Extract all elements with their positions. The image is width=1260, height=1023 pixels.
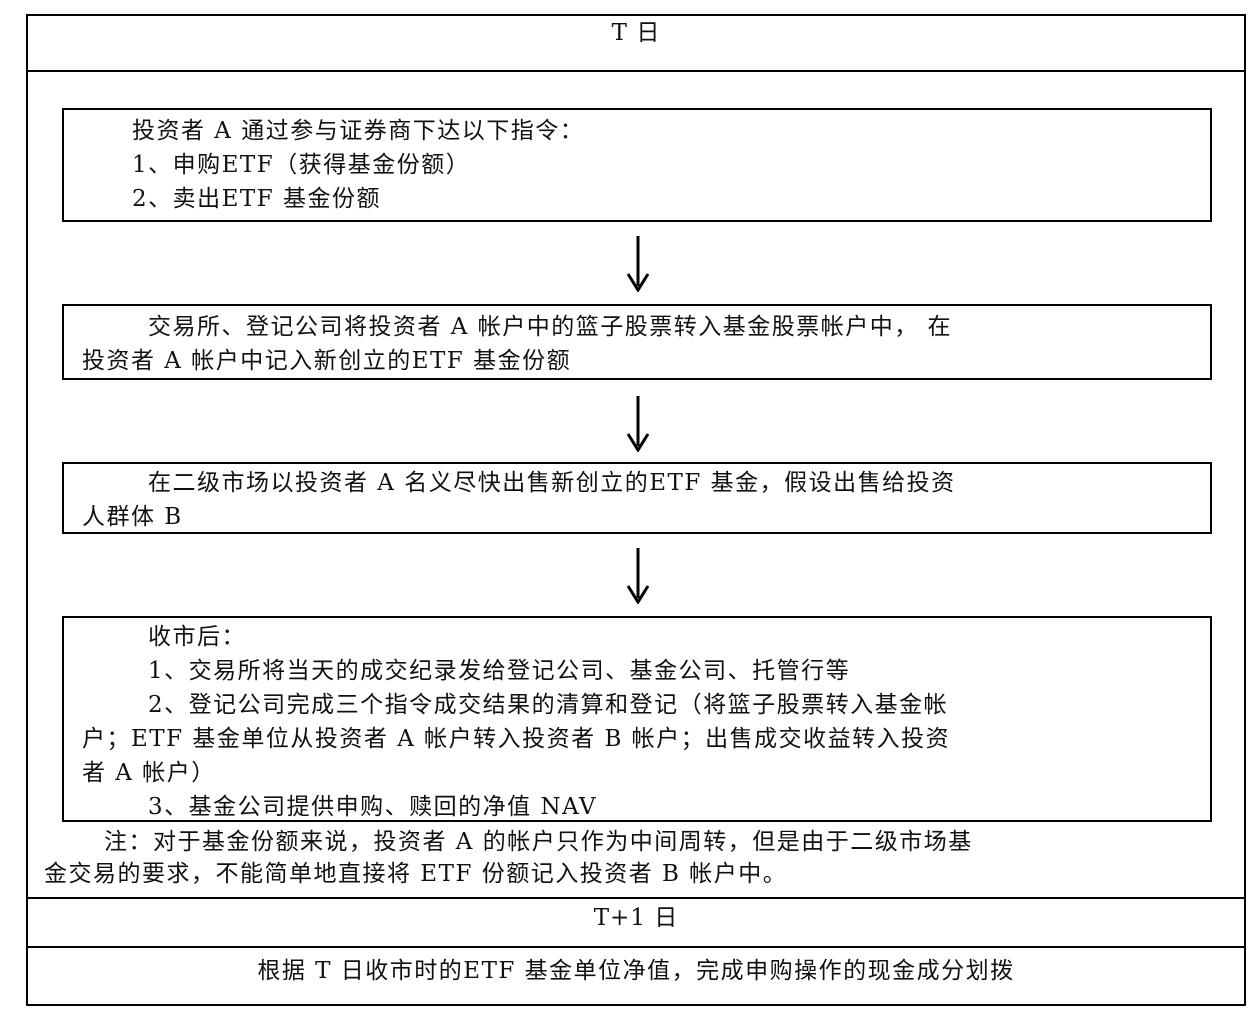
t1-day-header: T+1 日	[593, 905, 679, 931]
t1-day-content: 根据 T 日收市时的ETF 基金单位净值，完成申购操作的现金成分划拨	[257, 958, 1015, 984]
after-close-item-3: 3、基金公司提供申购、赎回的净值 NAV	[148, 794, 598, 820]
registration-line-2: 投资者 A 帐户中记入新创立的ETF 基金份额	[82, 348, 572, 374]
after-close-item-2-line-1: 2、登记公司完成三个指令成交结果的清算和登记（将篮子股票转入基金帐	[148, 692, 949, 718]
registration-line-1: 交易所、登记公司将投资者 A 帐户中的篮子股票转入基金股票帐户中， 在	[148, 314, 953, 340]
secondary-market-line-1: 在二级市场以投资者 A 名义尽快出售新创立的ETF 基金，假设出售给投资	[148, 470, 956, 496]
secondary-market-line-2: 人群体 B	[82, 504, 183, 530]
registration-box: 交易所、登记公司将投资者 A 帐户中的篮子股票转入基金股票帐户中， 在 投资者 …	[62, 304, 1212, 380]
after-close-box: 收市后： 1、交易所将当天的成交纪录发给登记公司、基金公司、托管行等 2、登记公…	[62, 616, 1212, 822]
t1-top-divider	[26, 897, 1246, 899]
instruction-box: 投资者 A 通过参与证券商下达以下指令： 1、申购ETF（获得基金份额） 2、卖…	[62, 108, 1212, 222]
t-day-header: T 日	[611, 20, 661, 46]
note-line-1: 注：对于基金份额来说，投资者 A 的帐户只作为中间周转，但是由于二级市场基	[104, 829, 973, 855]
note: 注：对于基金份额来说，投资者 A 的帐户只作为中间周转，但是由于二级市场基 金交…	[44, 826, 1240, 890]
after-close-item-1: 1、交易所将当天的成交纪录发给登记公司、基金公司、托管行等	[148, 658, 851, 684]
instruction-item-subscribe: 1、申购ETF（获得基金份额）	[132, 152, 471, 178]
instruction-item-sell: 2、卖出ETF 基金份额	[132, 186, 382, 212]
header-divider	[26, 70, 1246, 72]
t1-header-divider	[26, 946, 1246, 948]
outer-frame	[26, 14, 1246, 1006]
down-arrow-icon	[626, 396, 650, 452]
after-close-item-2-line-2: 户；ETF 基金单位从投资者 A 帐户转入投资者 B 帐户；出售成交收益转入投资	[82, 726, 951, 752]
after-close-item-2-line-3: 者 A 帐户）	[82, 760, 216, 786]
secondary-market-box: 在二级市场以投资者 A 名义尽快出售新创立的ETF 基金，假设出售给投资 人群体…	[62, 462, 1212, 534]
down-arrow-icon	[626, 236, 650, 292]
instruction-intro: 投资者 A 通过参与证券商下达以下指令：	[132, 118, 585, 144]
note-line-2: 金交易的要求，不能简单地直接将 ETF 份额记入投资者 B 帐户中。	[44, 861, 788, 887]
after-close-heading: 收市后：	[148, 624, 246, 650]
down-arrow-icon	[626, 548, 650, 604]
